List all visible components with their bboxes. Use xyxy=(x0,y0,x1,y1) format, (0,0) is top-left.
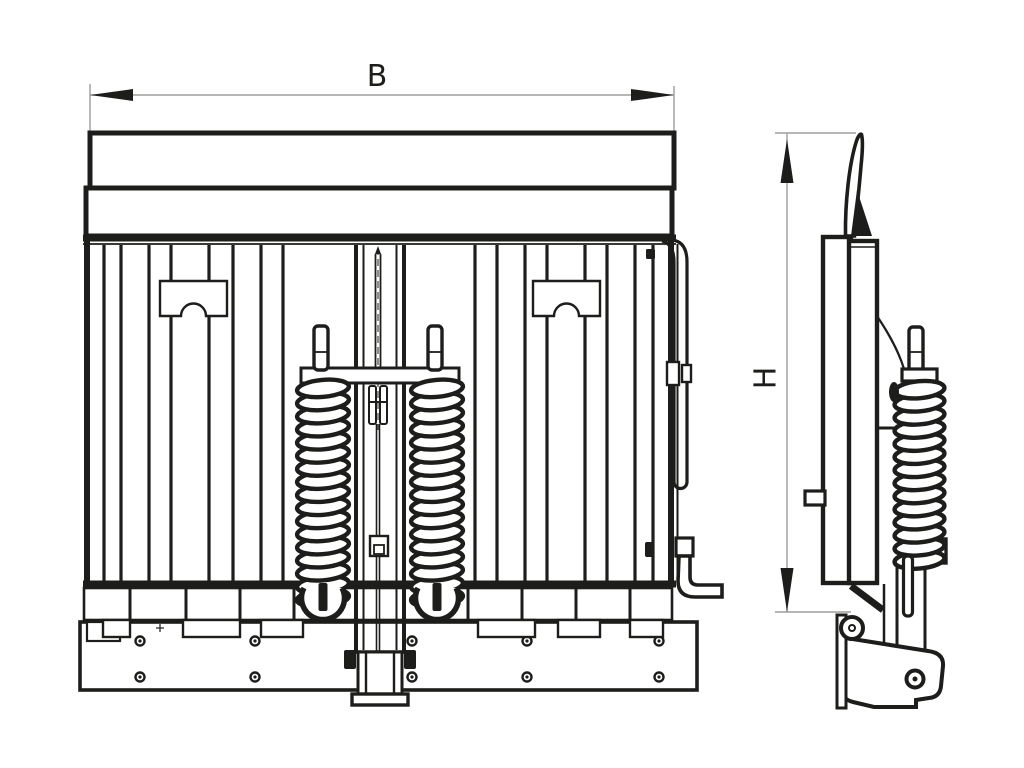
rod-collar-right xyxy=(680,363,693,384)
coil-spring-left xyxy=(294,377,352,609)
dimension-arrow-down xyxy=(780,568,794,612)
coil-spring-right xyxy=(408,377,466,609)
spring-anchor-right xyxy=(412,583,462,623)
post-body xyxy=(426,324,444,372)
drop-tab xyxy=(556,618,602,639)
anchor-hole-center xyxy=(138,675,142,679)
spring-coil xyxy=(408,377,466,400)
dimension-arrow-left xyxy=(90,89,133,101)
right-bracket xyxy=(531,279,602,318)
foot-bolt-right xyxy=(404,650,416,669)
anchor-hole-center xyxy=(253,675,257,679)
spring-anchor-left xyxy=(298,583,348,623)
rod-pin xyxy=(646,249,655,259)
rod-coupler-inner xyxy=(373,544,385,555)
front-view: B xyxy=(78,59,724,707)
width-dimension-label: B xyxy=(367,59,388,94)
anchor-hole-center xyxy=(657,675,661,679)
spring-post-left xyxy=(312,324,330,372)
drop-tab xyxy=(628,618,665,639)
anchor-hole-center xyxy=(410,675,414,679)
anchor-hole-center xyxy=(525,675,529,679)
clevis-prong-left xyxy=(368,385,377,425)
post-body xyxy=(907,325,925,373)
drop-tab xyxy=(476,618,537,639)
hook-arm xyxy=(676,554,724,599)
side-spring-post xyxy=(900,325,939,383)
anchor-hole-center xyxy=(253,639,257,643)
hinge-pivot xyxy=(839,615,865,641)
coil-spring-side xyxy=(892,378,947,571)
hook-knob xyxy=(645,542,654,557)
bottom-arm xyxy=(837,634,946,709)
dimension-arrow-right xyxy=(631,89,674,101)
width-dimension: B xyxy=(89,59,675,133)
height-dimension: H xyxy=(749,132,856,613)
rod-loop xyxy=(661,238,689,491)
drop-tab xyxy=(101,618,132,639)
pull-rod xyxy=(646,238,693,491)
drop-tabs xyxy=(101,618,665,639)
release-hook xyxy=(645,536,724,599)
anchor-holes xyxy=(134,635,665,683)
cable xyxy=(876,315,906,370)
top-plate-upper xyxy=(87,130,677,191)
spring-coil xyxy=(294,377,352,400)
rod-coupler xyxy=(368,534,390,558)
anchor-hole-center xyxy=(657,639,661,643)
drop-tab xyxy=(259,618,305,639)
side-left-tab xyxy=(803,489,827,507)
hinge-strut xyxy=(848,583,886,613)
anchor-hole-center xyxy=(138,639,142,643)
side-body-rear-plate xyxy=(846,238,880,586)
rod-collar-left xyxy=(665,360,681,387)
spring-rod xyxy=(901,554,915,618)
foot-box xyxy=(356,650,404,696)
arm-hole-center xyxy=(912,676,918,682)
vertical-ribs xyxy=(102,245,655,581)
center-mast-lower xyxy=(344,556,416,707)
foot-bolt-left xyxy=(344,650,356,669)
top-plate-lower xyxy=(83,185,675,239)
spring-post-right xyxy=(426,324,444,372)
hinge-pivot-center xyxy=(848,624,856,632)
drop-tab xyxy=(181,618,242,639)
dimension-arrow-up xyxy=(780,139,794,183)
feet-row xyxy=(82,586,674,622)
side-view: H xyxy=(749,132,948,710)
feet-dividers xyxy=(128,589,632,619)
left-bracket xyxy=(158,279,229,318)
lip-gusset xyxy=(851,190,872,236)
spring-hook-blob xyxy=(889,382,899,402)
height-dimension-label: H xyxy=(749,367,784,390)
foot-pad xyxy=(350,692,410,707)
anchor-hole-center xyxy=(525,639,529,643)
side-body-front-plate xyxy=(820,234,854,586)
platform-body xyxy=(83,234,679,588)
clevis-prong-right xyxy=(379,385,388,425)
bumper-plate xyxy=(835,613,848,710)
post-body xyxy=(312,324,330,372)
anchor-pin xyxy=(432,583,442,611)
hook-block xyxy=(674,536,695,558)
rod-clevis xyxy=(368,385,390,558)
anchor-hole-center xyxy=(410,639,414,643)
center-mast-upper xyxy=(354,245,406,587)
anchor-pin xyxy=(318,583,328,611)
